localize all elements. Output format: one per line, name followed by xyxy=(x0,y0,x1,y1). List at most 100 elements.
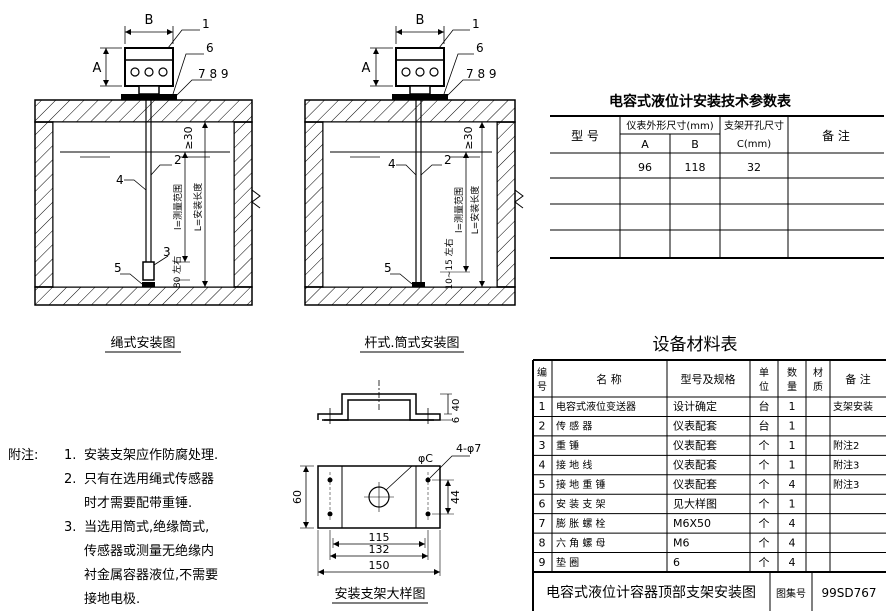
bracket-detail-caption: 安装支架大样图 xyxy=(334,587,425,602)
note-text: 只有在选用绳式传感器 xyxy=(84,472,215,487)
material-cell-spec: M6X50 xyxy=(673,517,711,530)
material-cell-spec: 仪表配套 xyxy=(673,419,717,433)
material-cell-no: 1 xyxy=(539,400,546,413)
material-cell-qty: 4 xyxy=(789,536,796,549)
tank-right-wall xyxy=(233,121,253,288)
material-cell-unit: 台 xyxy=(759,419,770,433)
note-num: 1. xyxy=(64,448,77,463)
rope-install-caption: 绳式安装图 xyxy=(110,336,175,351)
ground-weight xyxy=(142,282,155,287)
material-cell-qty: 1 xyxy=(789,420,796,433)
material-cell-qty: 1 xyxy=(789,400,796,413)
terminal-icon xyxy=(415,67,425,77)
material-cell-no: 3 xyxy=(539,439,546,452)
note-text: 安装支架应作防腐处理. xyxy=(84,448,219,463)
svg-text:单: 单 xyxy=(759,367,769,379)
transmitter-housing xyxy=(124,47,174,87)
hdr-note: 备 注 xyxy=(845,372,871,386)
material-cell-no: 8 xyxy=(539,536,546,549)
material-cell-name: 安 装 支 架 xyxy=(556,497,606,510)
col-note: 备 注 xyxy=(822,128,850,143)
callout-5: 5 xyxy=(114,261,122,275)
callout-789: 7 8 9 xyxy=(466,67,497,81)
dim-44: 44 xyxy=(449,490,462,504)
material-cell-qty: 1 xyxy=(789,439,796,452)
svg-text:位: 位 xyxy=(759,380,769,393)
material-cell-unit: 个 xyxy=(759,536,770,549)
callout-6: 6 xyxy=(476,41,484,55)
holes-4-7: 4-φ7 xyxy=(456,442,481,455)
col-hole-unit: C(mm) xyxy=(737,139,771,150)
dim-6: 6 xyxy=(451,417,462,423)
dim-132: 132 xyxy=(369,543,390,556)
material-cell-spec: 设计确定 xyxy=(673,399,717,413)
rod-install-view: B A 1 6 7 8 9 4 2 5 ≥30 l=测量范围 L=安装长度 10… xyxy=(304,13,524,353)
dim-30-label: ≥30 xyxy=(462,126,475,149)
mounting-bracket xyxy=(392,94,448,100)
svg-text:数: 数 xyxy=(787,366,797,379)
callout-3: 3 xyxy=(163,245,171,259)
material-cell-qty: 4 xyxy=(789,556,796,569)
col-A: A xyxy=(641,138,649,151)
hdr-name: 名 称 xyxy=(596,372,622,386)
transmitter-housing xyxy=(395,47,445,87)
dim-A-label: A xyxy=(362,61,371,76)
material-cell-name: 重 锤 xyxy=(556,439,579,452)
cell-A: 96 xyxy=(638,161,652,174)
dim-40: 40 xyxy=(451,399,462,412)
dim-A-label: A xyxy=(93,61,102,76)
dim-bottom-label: 10~15 左右 xyxy=(443,238,455,289)
material-table-title: 设备材料表 xyxy=(653,335,738,355)
install-length-label: L=安装长度 xyxy=(192,183,204,232)
terminal-icon xyxy=(130,67,140,77)
material-cell-unit: 个 xyxy=(759,439,770,452)
material-cell-spec: 6 xyxy=(673,556,680,569)
svg-text:材: 材 xyxy=(813,366,823,379)
tech-table-title: 电容式液位计安装技术参数表 xyxy=(609,93,792,110)
tank-top-slab xyxy=(34,99,253,123)
tank-interior xyxy=(322,121,498,288)
note-num: 3. xyxy=(64,520,77,535)
material-cell-qty: 1 xyxy=(789,459,796,472)
weight xyxy=(142,261,155,281)
dim-bottom-label: 80 左右 xyxy=(171,256,183,288)
rod-install-caption: 杆式.筒式安装图 xyxy=(364,335,459,351)
title-block-label: 图集号 xyxy=(776,587,806,600)
material-cell-note: 附注2 xyxy=(833,439,859,452)
material-cell-no: 7 xyxy=(539,517,546,530)
material-cell-no: 5 xyxy=(539,478,546,491)
tank-bottom-slab xyxy=(304,286,516,306)
material-cell-name: 膨 胀 螺 栓 xyxy=(556,517,606,530)
material-cell-note: 附注3 xyxy=(833,459,859,472)
material-cell-note: 附注3 xyxy=(833,478,859,491)
hdr-no-1: 编 xyxy=(537,366,547,379)
terminal-icon xyxy=(158,67,168,77)
material-cell-qty: 4 xyxy=(789,517,796,530)
callout-2: 2 xyxy=(444,153,452,167)
material-cell-spec: 仪表配套 xyxy=(673,477,717,491)
material-cell-spec: M6 xyxy=(673,536,690,549)
material-cell-note: 支架安装 xyxy=(833,400,873,413)
material-cell-no: 6 xyxy=(539,497,546,510)
material-cell-unit: 个 xyxy=(759,459,770,472)
tank-left-wall xyxy=(34,121,54,288)
note-text: 时才需要配带重锤. xyxy=(84,496,193,511)
material-cell-unit: 个 xyxy=(759,497,770,510)
material-cell-name: 接 地 线 xyxy=(556,459,592,472)
notes-label: 附注: xyxy=(8,448,39,463)
material-cell-name: 接 地 重 锤 xyxy=(556,478,606,491)
dim-115: 115 xyxy=(369,531,390,544)
callout-1: 1 xyxy=(202,17,210,31)
notes: 附注: 1. 安装支架应作防腐处理. 2. 只有在选用绳式传感器 时才需要配带重… xyxy=(8,444,218,612)
material-cell-name: 垫 圈 xyxy=(556,556,579,569)
tank-right-wall xyxy=(496,121,516,288)
tech-param-table: 电容式液位计安装技术参数表 型 号 仪表外形尺寸(mm) 支架开孔尺寸 C(mm… xyxy=(550,93,884,259)
callout-789: 7 8 9 xyxy=(198,67,229,81)
material-cell-unit: 个 xyxy=(759,478,770,491)
hdr-no-2: 号 xyxy=(537,381,547,393)
material-cell-spec: 仪表配套 xyxy=(673,438,717,452)
material-cell-unit: 个 xyxy=(759,517,770,530)
note-num: 2. xyxy=(64,472,77,487)
svg-text:质: 质 xyxy=(813,381,823,393)
